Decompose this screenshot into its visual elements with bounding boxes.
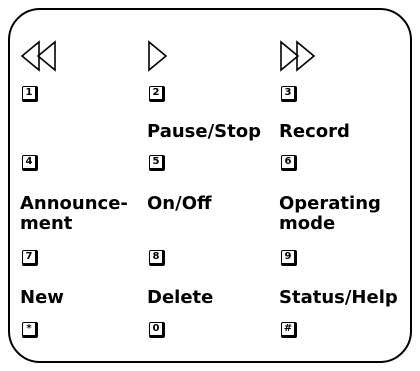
- key-8[interactable]: 8: [149, 250, 165, 266]
- key-7[interactable]: 7: [22, 250, 38, 266]
- pause-stop-label: Pause/Stop: [147, 121, 261, 142]
- announcement-label: Announce- ment: [20, 194, 128, 234]
- record-label: Record: [279, 121, 350, 142]
- announcement-label-line1: Announce-: [20, 193, 128, 214]
- key-5[interactable]: 5: [149, 155, 165, 171]
- play-icon: [147, 40, 171, 72]
- key-star[interactable]: *: [22, 322, 38, 338]
- key-3[interactable]: 3: [281, 86, 297, 102]
- rewind-icon: [20, 40, 60, 72]
- keypad-panel: [8, 8, 412, 363]
- on-off-label: On/Off: [147, 193, 212, 214]
- announcement-label-line2: ment: [20, 213, 73, 234]
- key-6[interactable]: 6: [281, 155, 297, 171]
- operating-mode-label: Operating mode: [279, 194, 381, 234]
- key-1[interactable]: 1: [22, 86, 38, 102]
- fast-forward-icon: [279, 40, 319, 72]
- key-2[interactable]: 2: [149, 86, 165, 102]
- key-9[interactable]: 9: [281, 250, 297, 266]
- operating-mode-label-line2: mode: [279, 213, 336, 234]
- delete-label: Delete: [147, 287, 214, 308]
- key-4[interactable]: 4: [22, 155, 38, 171]
- key-hash[interactable]: #: [281, 322, 297, 338]
- key-0[interactable]: 0: [149, 322, 165, 338]
- new-label: New: [20, 287, 64, 308]
- operating-mode-label-line1: Operating: [279, 193, 381, 214]
- status-help-label: Status/Help: [279, 287, 398, 308]
